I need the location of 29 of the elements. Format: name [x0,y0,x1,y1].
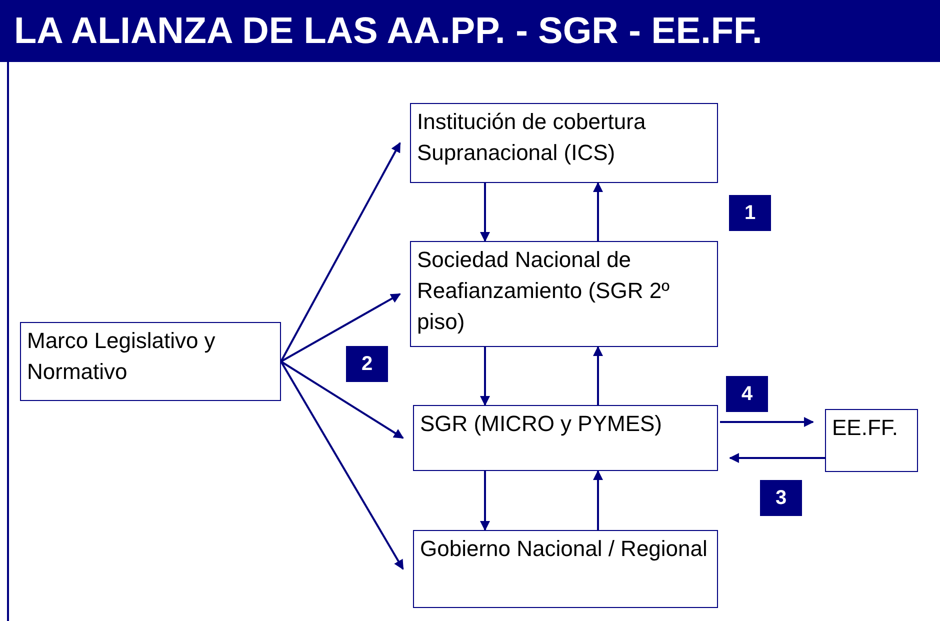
process-box [410,241,718,347]
arrow [480,471,490,531]
step-number: 1 [729,195,771,231]
arrow [480,183,490,242]
box-text: SGR (MICRO y PYMES) [420,410,664,438]
box-text: Gobierno Nacional / Regional [420,535,708,563]
process-box [410,103,718,183]
step-number: 3 [760,480,802,516]
box-text: Institución de cobertura Supranacional (ICS) [417,108,647,167]
process-box [413,405,718,471]
process-box [413,530,718,608]
process-box [20,322,281,401]
arrow [280,360,404,439]
arrow [720,417,814,427]
process-box [825,409,918,472]
arrow [280,361,404,570]
arrow [593,182,603,241]
step-number: 4 [726,376,768,412]
arrow [480,347,490,406]
step-number: 2 [346,346,388,382]
arrow [280,293,401,362]
box-text: EE.FF. [832,414,900,442]
arrow [593,346,603,405]
box-text: Marco Legislativo y Normativo [27,327,216,386]
arrow [593,470,603,530]
arrow [280,142,401,362]
title-banner: LA ALIANZA DE LAS AA.PP. - SGR - EE.FF. [0,0,940,62]
box-text: Sociedad Nacional de Reafianzamiento (SGR 2º piso) [417,246,671,336]
arrow [729,453,825,463]
